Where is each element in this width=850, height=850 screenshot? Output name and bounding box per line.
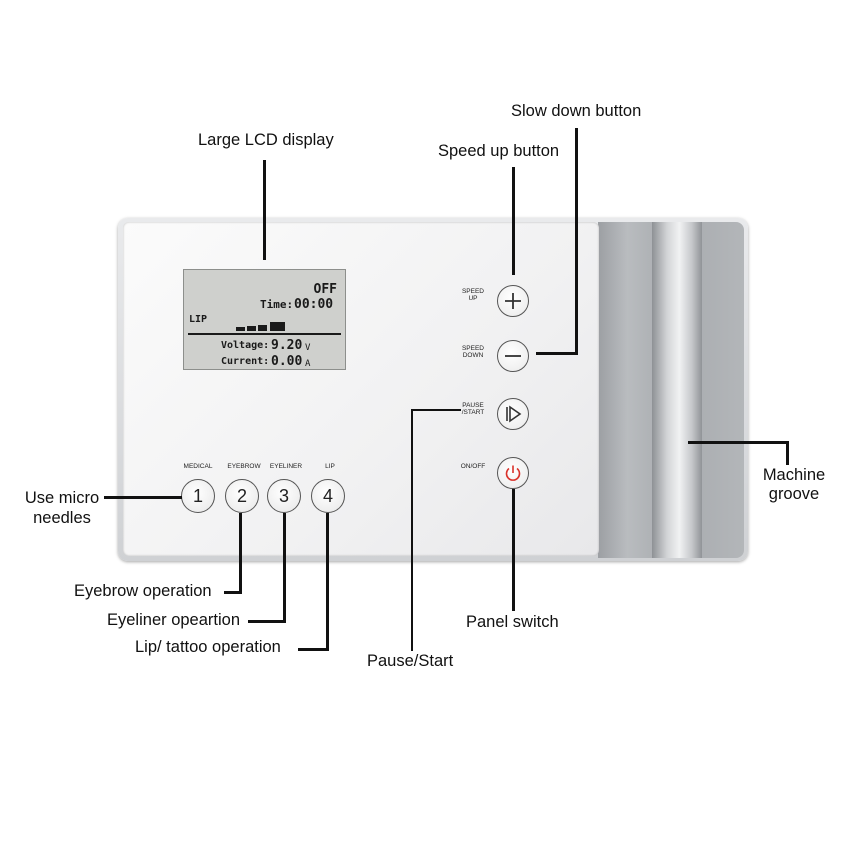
mode-label-eyebrow: EYEBROW — [227, 463, 261, 470]
callout-line-eyebrow — [239, 513, 242, 593]
callout-eyeliner: Eyeliner opeartion — [107, 611, 240, 629]
mode-label-lip: LIP — [325, 463, 335, 470]
callout-line-eyeliner-h — [248, 620, 286, 623]
callout-eyebrow: Eyebrow operation — [74, 582, 212, 600]
callout-line-pause-h — [411, 409, 461, 411]
lcd-display: OFF Time: 00:00 LIP Voltage: 9.20 V Curr… — [183, 269, 346, 370]
mode-button-lip[interactable]: 4 — [311, 479, 345, 513]
minus-icon — [505, 355, 521, 357]
callout-line-groove-h — [688, 441, 788, 444]
lcd-level-bar — [270, 322, 285, 331]
lcd-level-bar — [236, 327, 245, 331]
callout-lcd: Large LCD display — [198, 131, 334, 149]
lcd-status: OFF — [313, 282, 337, 297]
play-pause-icon — [506, 405, 522, 423]
callout-line-pause — [411, 409, 413, 651]
callout-line-panel-switch — [512, 489, 515, 611]
callout-lip: Lip/ tattoo operation — [135, 638, 281, 656]
speed-down-button[interactable] — [497, 340, 529, 372]
lcd-level-bar — [247, 326, 256, 331]
callout-line-slow-down — [575, 128, 578, 355]
pause-start-label: PAUSE/START — [461, 402, 485, 417]
callout-line-groove — [786, 441, 789, 465]
mode-button-eyebrow[interactable]: 2 — [225, 479, 259, 513]
lcd-time-value: 00:00 — [294, 297, 334, 312]
callout-panel-switch: Panel switch — [466, 613, 559, 631]
callout-line-lip — [326, 513, 329, 651]
lcd-current-value: 0.00 — [271, 354, 303, 369]
callout-speed-up: Speed up button — [438, 142, 560, 160]
plus-icon — [505, 293, 521, 309]
mode-button-eyeliner[interactable]: 3 — [267, 479, 301, 513]
lcd-voltage-value: 9.20 — [271, 338, 303, 353]
callout-slow-down: Slow down button — [511, 102, 642, 120]
callout-line-lcd — [263, 160, 266, 260]
mode-label-medical: MEDICAL — [183, 463, 213, 470]
lcd-current-unit: A — [305, 359, 311, 369]
lcd-divider — [188, 333, 341, 335]
mode-button-medical[interactable]: 1 — [181, 479, 215, 513]
callout-line-speed-up — [512, 167, 515, 275]
callout-line-medical — [104, 496, 182, 499]
lcd-time-label: Time: — [260, 298, 294, 311]
machine-groove — [652, 222, 702, 558]
lcd-level-bar — [258, 325, 267, 331]
mode-label-eyeliner: EYELINER — [269, 463, 303, 470]
callout-pause-start: Pause/Start — [367, 652, 454, 670]
speed-up-button[interactable] — [497, 285, 529, 317]
callout-line-lip-h — [298, 648, 329, 651]
lcd-voltage-unit: V — [305, 343, 311, 353]
lcd-current-label: Current: — [221, 356, 270, 367]
power-button[interactable] — [497, 457, 529, 489]
lcd-voltage-label: Voltage: — [221, 340, 270, 351]
callout-line-eyebrow-h — [224, 591, 242, 594]
callout-line-slow-down-h — [536, 352, 578, 355]
pause-start-button[interactable] — [497, 398, 529, 430]
power-icon — [505, 465, 521, 481]
callout-line-eyeliner — [283, 513, 286, 623]
lcd-mode: LIP — [189, 314, 208, 325]
onoff-label: ON/OFF — [460, 463, 486, 470]
